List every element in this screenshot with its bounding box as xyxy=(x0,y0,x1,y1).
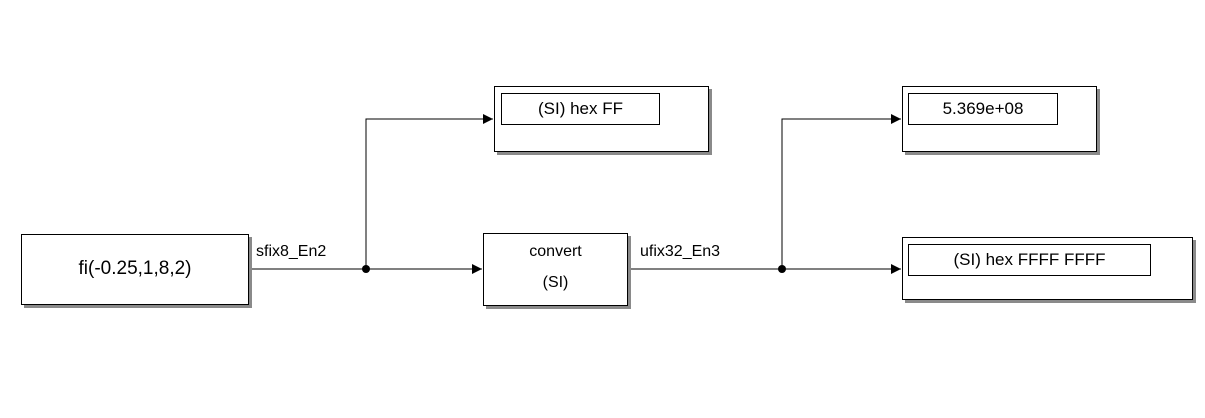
signal-label-input-type: sfix8_En2 xyxy=(256,243,327,260)
display-block-top-right[interactable]: 5.369e+08 xyxy=(902,86,1097,152)
display-value-top-left: (SI) hex FF xyxy=(501,93,660,125)
convert-block[interactable]: convert (SI) xyxy=(483,233,628,306)
display-value-bottom-right: (SI) hex FFFF FFFF xyxy=(908,244,1151,276)
signal-label-output-type: ufix32_En3 xyxy=(640,243,721,260)
branch-point-output xyxy=(778,265,786,273)
display-block-top-left[interactable]: (SI) hex FF xyxy=(494,86,709,152)
signal-line-to-top-left-display[interactable] xyxy=(365,114,493,269)
display-value-top-right: 5.369e+08 xyxy=(908,93,1058,125)
branch-point-input xyxy=(362,265,370,273)
convert-block-label: convert xyxy=(529,243,582,260)
display-block-bottom-right[interactable]: (SI) hex FFFF FFFF xyxy=(902,237,1193,300)
convert-block-mode: (SI) xyxy=(542,274,569,291)
signal-line-to-top-right-display[interactable] xyxy=(781,114,901,269)
constant-block[interactable]: fi(-0.25,1,8,2) xyxy=(21,234,249,305)
constant-block-label: fi(-0.25,1,8,2) xyxy=(78,258,192,279)
